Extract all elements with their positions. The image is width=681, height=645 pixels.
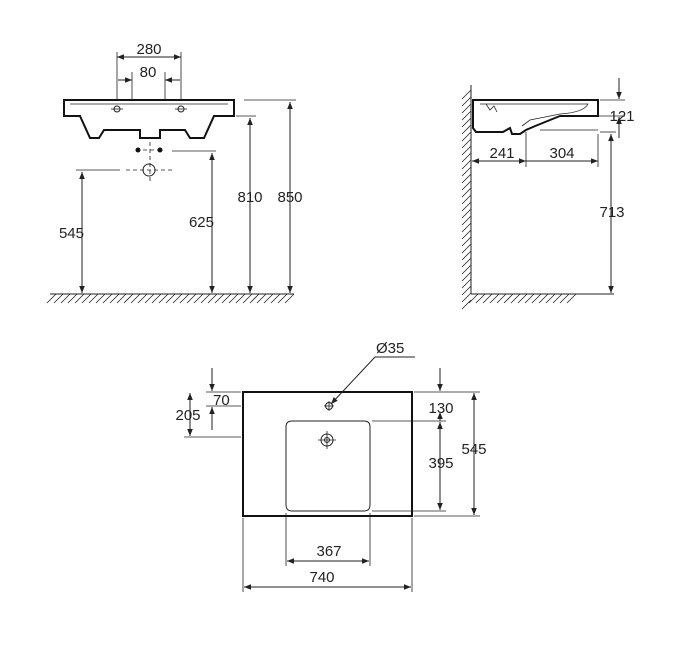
dim-241-label: 241 xyxy=(489,145,514,162)
dim-740-label: 740 xyxy=(309,569,334,586)
dim-395-label: 395 xyxy=(428,455,453,472)
front-basin-outline xyxy=(63,99,235,139)
dim-367-label: 367 xyxy=(316,543,341,560)
dim-205-label: 205 xyxy=(175,407,200,424)
dim-713-label: 713 xyxy=(599,204,624,221)
floor-front xyxy=(46,293,295,304)
dim-304-label: 304 xyxy=(549,145,574,162)
hole-leader-line xyxy=(330,356,376,405)
top-view: Ø35 70 205 130 395 545 367 740 xyxy=(175,340,487,592)
drain-icon xyxy=(318,431,336,449)
tap-hole-left-icon xyxy=(111,105,123,113)
drain-pipe-icon xyxy=(126,142,172,184)
dim-121-label: 121 xyxy=(609,108,634,125)
dim-545-front-label: 545 xyxy=(59,225,84,242)
dim-hole-diameter-label: Ø35 xyxy=(376,340,404,357)
top-basin-outline xyxy=(242,391,413,517)
wall xyxy=(461,85,472,310)
dim-70-label: 70 xyxy=(213,392,230,409)
dim-810-label: 810 xyxy=(237,189,262,206)
side-view: 121 241 304 713 xyxy=(461,78,635,310)
dim-130-label: 130 xyxy=(428,400,453,417)
tap-hole-icon xyxy=(324,401,334,411)
tap-hole-right-icon xyxy=(175,105,187,113)
dim-80-label: 80 xyxy=(140,64,157,81)
side-bowl-inner xyxy=(480,103,589,127)
floor-side xyxy=(468,293,614,304)
side-overflow xyxy=(485,103,498,113)
dim-625-label: 625 xyxy=(189,214,214,231)
dim-850-label: 850 xyxy=(277,189,302,206)
dim-280-label: 280 xyxy=(136,41,161,58)
dim-545-top-label: 545 xyxy=(461,441,486,458)
side-basin-outline xyxy=(472,99,599,135)
front-view: 280 80 545 625 810 850 xyxy=(46,41,303,304)
top-bowl-outline xyxy=(285,420,371,512)
